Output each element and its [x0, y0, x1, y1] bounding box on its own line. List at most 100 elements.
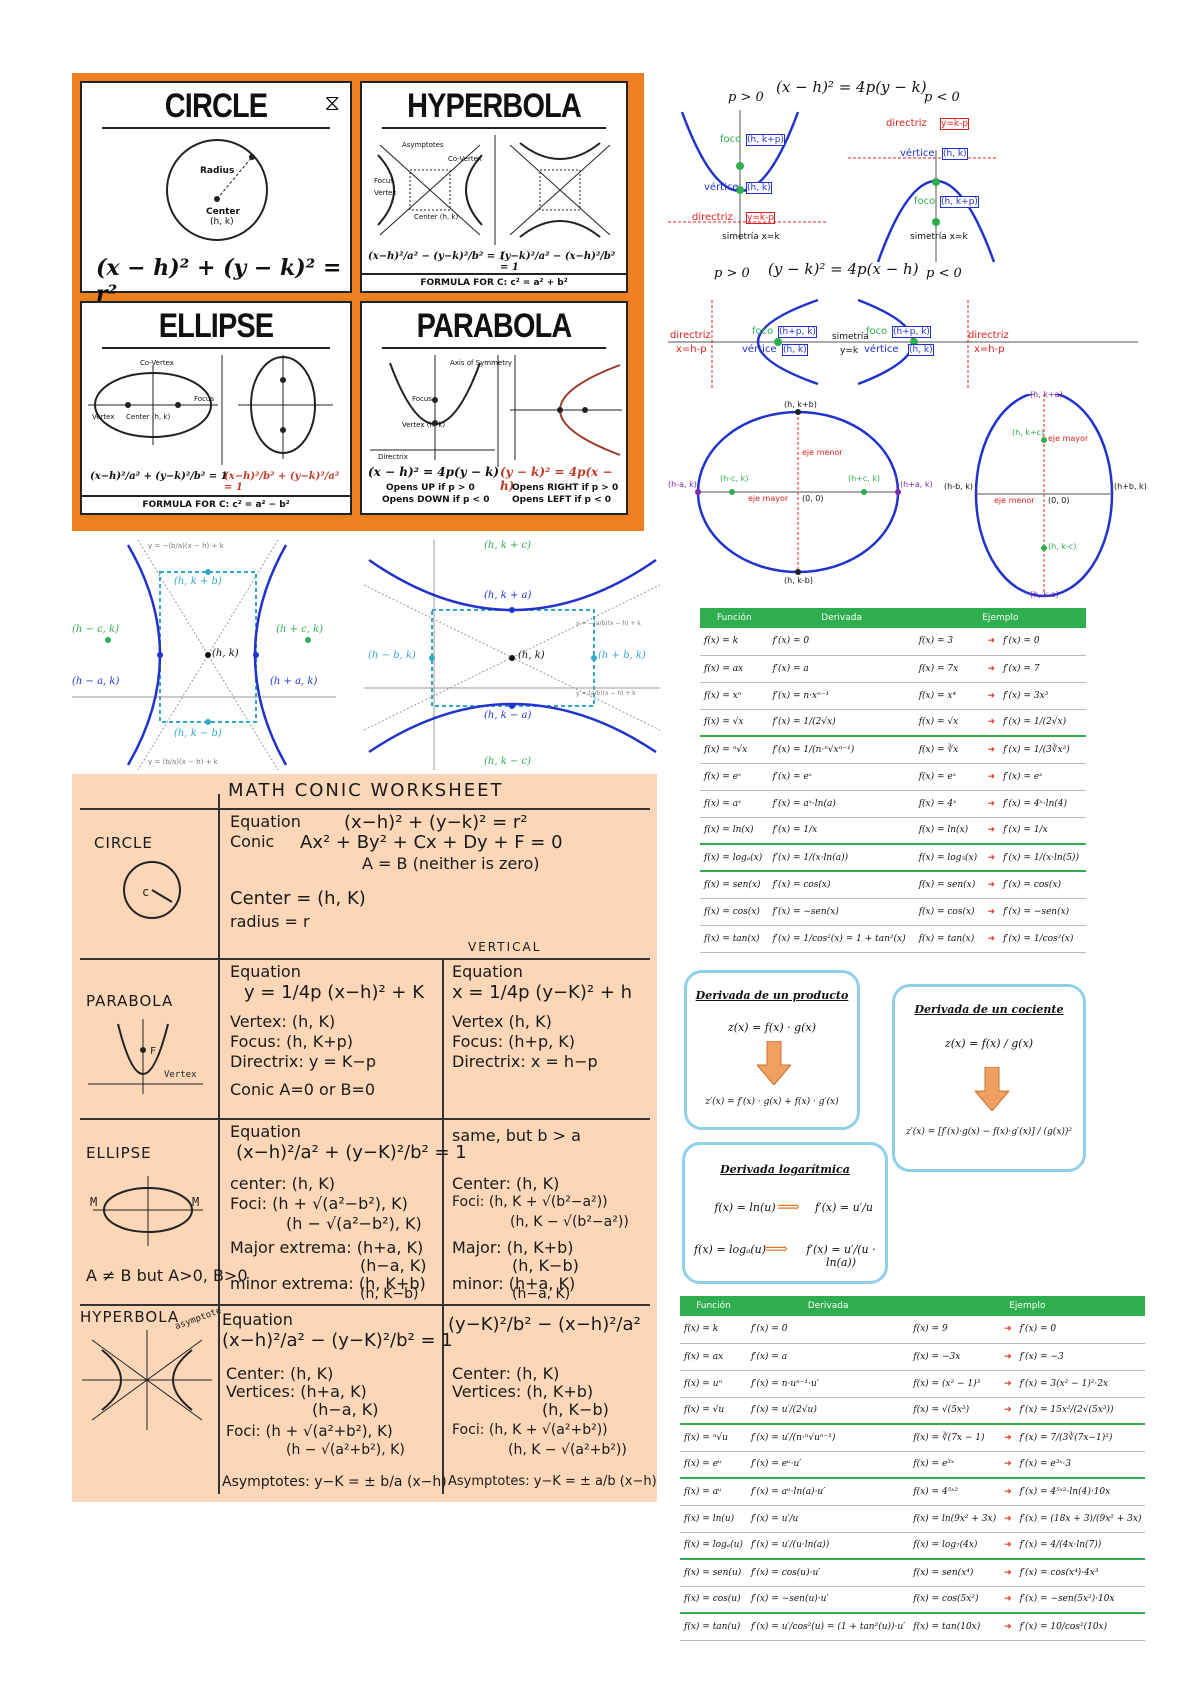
- ev-eje-mayor: eje mayor: [1048, 434, 1089, 443]
- eh-left: (h-a, k): [668, 480, 697, 489]
- parabola-title: PARABOLA: [381, 303, 607, 349]
- t2-header-derivada: Derivada: [746, 1296, 910, 1316]
- cell-derivada: f′(x) = u′/u: [746, 1505, 910, 1533]
- hh-asym-top: y = −(b/a)(x − h) + k: [148, 542, 224, 550]
- hh-center: (h, k): [212, 648, 239, 659]
- arrow-icon: ➜: [983, 790, 1000, 818]
- ws-circle-radius: radius = r: [230, 912, 310, 931]
- hv-focus-t: (h, k + c): [484, 540, 531, 551]
- t1-header-funcion: Función: [700, 608, 769, 628]
- cell-ejemplo-derivada: f′(x) = 4ˣ·ln(4): [999, 790, 1086, 818]
- right-simetria-eq: y=k: [840, 346, 859, 356]
- cell-derivada: f′(x) = 1/x: [768, 817, 915, 845]
- parabola-directrix-label: Directrix: [378, 453, 408, 461]
- cell-derivada: f′(x) = a: [746, 1343, 910, 1371]
- p-pos-label: p > 0: [728, 90, 764, 105]
- cone-icon: ⧖: [324, 91, 340, 116]
- hh-focus-r: (h + c, k): [276, 624, 323, 635]
- cell-derivada: f′(x) = eˣ: [768, 763, 915, 791]
- hyperbola-horizontal-svg: [72, 540, 336, 770]
- cell-ejemplo: f(x) = ∛x: [914, 736, 984, 764]
- hh-focus-l: (h − c, k): [72, 624, 119, 635]
- p-pos-label-2: p > 0: [714, 266, 750, 281]
- cell-funcion: f(x) = cos(u): [680, 1586, 747, 1614]
- conic-worksheet: MATH CONIC WORKSHEET CIRCLE c Equation (…: [72, 774, 657, 1502]
- right-simetria: simetría: [832, 332, 869, 342]
- down-foco: foco: [914, 196, 936, 207]
- horizontal-parabola-eq: (y − k)² = 4p(x − h): [768, 260, 919, 278]
- left-vertice: vértice: [864, 344, 899, 355]
- cell-ejemplo-derivada: f′(x) = −sen(x): [999, 898, 1086, 926]
- cell-ejemplo-derivada: f′(x) = e³ˣ·3: [1015, 1451, 1146, 1479]
- p-neg-label-2: p < 0: [926, 266, 962, 281]
- left-directriz: directriz: [968, 330, 1009, 341]
- vertical-parabola-eq: (x − h)² = 4p(y − k): [776, 78, 927, 96]
- cell-ejemplo: f(x) = log₇(4x): [909, 1532, 1001, 1560]
- table-row: f(x) = logₐ(u)f′(x) = u′/(u·ln(a))f(x) =…: [680, 1532, 1146, 1560]
- ws-parabola-vertex2: Vertex (h, K): [452, 1012, 552, 1031]
- arrow-icon: ➜: [983, 682, 1000, 710]
- cell-ejemplo-derivada: f′(x) = 7/(3∛(7x−1)²): [1015, 1424, 1146, 1452]
- cell-ejemplo: f(x) = √x: [914, 709, 984, 737]
- ellipse-diagrams: [88, 355, 333, 465]
- cell-ejemplo-derivada: f′(x) = 7: [999, 655, 1086, 683]
- arrow-icon: ➜: [1000, 1559, 1016, 1587]
- cell-derivada: f′(x) = −sen(u)·u′: [746, 1586, 910, 1614]
- parabola-eq1: (x − h)² = 4p(y − k): [368, 465, 500, 479]
- cell-derivada: f′(x) = 1/(n·ⁿ√xⁿ⁻¹): [768, 736, 915, 764]
- cell-funcion: f(x) = eᵘ: [680, 1451, 747, 1479]
- ellipse-eq2: (x−h)²/b² + (y−k)²/a² = 1: [224, 471, 340, 493]
- cell-ejemplo-derivada: f′(x) = 4⁵ˣ²·ln(4)·10x: [1015, 1478, 1146, 1506]
- cell-derivada: f′(x) = eᵘ·u′: [746, 1451, 910, 1479]
- t1-header-ejemplo: Ejemplo: [914, 608, 1086, 628]
- arrow-icon: ➜: [1000, 1370, 1016, 1398]
- ws-ellipse-eq-label: Equation: [230, 1122, 301, 1141]
- hyperbola-vertical-graph: (h, k + c) (h, k + a) (h, k) (h − b, k) …: [364, 540, 660, 770]
- ws-ellipse-major2: (h−a, K): [360, 1256, 427, 1275]
- cell-ejemplo: f(x) = 4⁵ˣ²: [909, 1478, 1001, 1506]
- cell-derivada: f′(x) = 1/cos²(x) = 1 + tan²(x): [768, 925, 915, 953]
- ws-circle-sketch: c: [123, 861, 181, 919]
- worksheet-title: MATH CONIC WORKSHEET: [228, 780, 504, 801]
- up-directriz-eq: y=k-p: [746, 212, 776, 224]
- cell-ejemplo-derivada: f′(x) = 1/x: [999, 817, 1086, 845]
- table-row: f(x) = cos(u)f′(x) = −sen(u)·u′f(x) = co…: [680, 1586, 1146, 1614]
- arrow-icon: ➜: [983, 655, 1000, 683]
- center-point: (h, k): [210, 217, 234, 227]
- ellipse-diagrams-es: [695, 394, 1114, 598]
- ellipse-covertex-label: Co-Vertex: [140, 359, 174, 367]
- cell-ejemplo: f(x) = 4ˣ: [914, 790, 984, 818]
- cell-derivada: f′(x) = a: [768, 655, 915, 683]
- cell-ejemplo-derivada: f′(x) = 4/(4x·ln(7)): [1015, 1532, 1146, 1560]
- cell-derivada: f′(x) = n·xⁿ⁻¹: [768, 682, 915, 710]
- cell-funcion: f(x) = ⁿ√x: [700, 736, 769, 764]
- cell-ejemplo: f(x) = eˣ: [914, 763, 984, 791]
- ws-hyperbola-foci1: Foci: (h + √(a²+b²), K): [226, 1422, 393, 1440]
- cell-derivada: f′(x) = u′/cos²(u) = (1 + tan²(u))·u′: [746, 1613, 910, 1641]
- ws-hyperbola-foci2: (h − √(a²+b²), K): [286, 1442, 405, 1458]
- circle-title: CIRCLE: [102, 83, 330, 129]
- p-neg-label: p < 0: [924, 90, 960, 105]
- ellipse-focus-label: Focus: [194, 395, 214, 403]
- table-row: f(x) = cos(x)f′(x) = −sen(x)f(x) = cos(x…: [700, 898, 1086, 926]
- hyperbola-diagrams: [377, 135, 611, 245]
- cell-derivada: f′(x) = −sen(x): [768, 898, 915, 926]
- cell-funcion: f(x) = uⁿ: [680, 1370, 747, 1398]
- cell-ejemplo: f(x) = 9: [909, 1316, 1001, 1344]
- arrow-icon: ➜: [1000, 1397, 1016, 1425]
- ws-hyperbola-sketch: [82, 1330, 212, 1430]
- t1-header-derivada: Derivada: [768, 608, 915, 628]
- cell-ejemplo: f(x) = −3x: [909, 1343, 1001, 1371]
- svg-text:M: M: [192, 1195, 199, 1209]
- cell-funcion: f(x) = tan(x): [700, 925, 769, 953]
- cell-funcion: f(x) = sen(x): [700, 871, 769, 899]
- hh-top: (h, k + b): [174, 576, 222, 587]
